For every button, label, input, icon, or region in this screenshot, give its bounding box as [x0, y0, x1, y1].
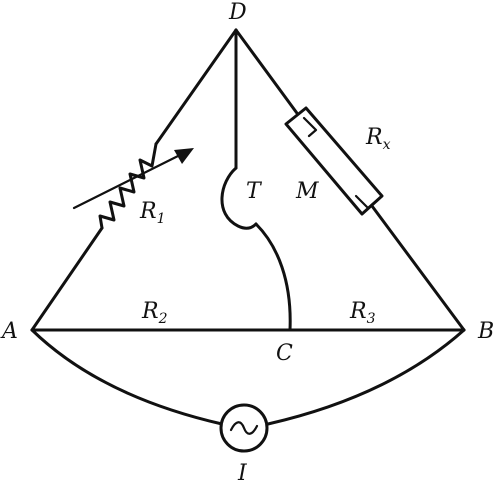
wire-rx-to-b: [370, 204, 466, 332]
ac-source-icon: [219, 403, 269, 453]
variable-arrow-head: [174, 148, 194, 164]
resistor-rx-terminal-bottom: [354, 194, 377, 210]
label-r2: R2: [141, 299, 168, 327]
node-label-c: C: [276, 341, 293, 366]
node-label-b: B: [477, 319, 494, 344]
label-t: T: [246, 179, 263, 204]
label-r1: R1: [139, 199, 166, 227]
variable-resistor-icon: [72, 142, 194, 230]
wire-r1-to-d: [154, 28, 238, 146]
node-label-d: D: [228, 0, 247, 25]
variable-arrow-shaft: [72, 148, 192, 210]
resistor-rx-terminal-top: [302, 116, 318, 138]
label-source-i: I: [237, 461, 248, 486]
ac-source-sine: [229, 421, 259, 435]
node-label-a: A: [0, 319, 18, 344]
wire-source-to-b: [266, 328, 466, 426]
contact-t-curve: [220, 166, 258, 230]
wire-t-to-c: [254, 222, 292, 332]
resistor-r1-zigzag: [98, 142, 158, 230]
wire-d-to-rx: [234, 28, 304, 122]
label-rx: Rx: [365, 125, 391, 153]
label-r3: R3: [349, 299, 376, 327]
wire-a-to-r1: [30, 226, 104, 332]
label-m: M: [295, 179, 319, 204]
wire-a-to-source: [30, 328, 224, 426]
resistor-box-icon: [284, 106, 384, 216]
